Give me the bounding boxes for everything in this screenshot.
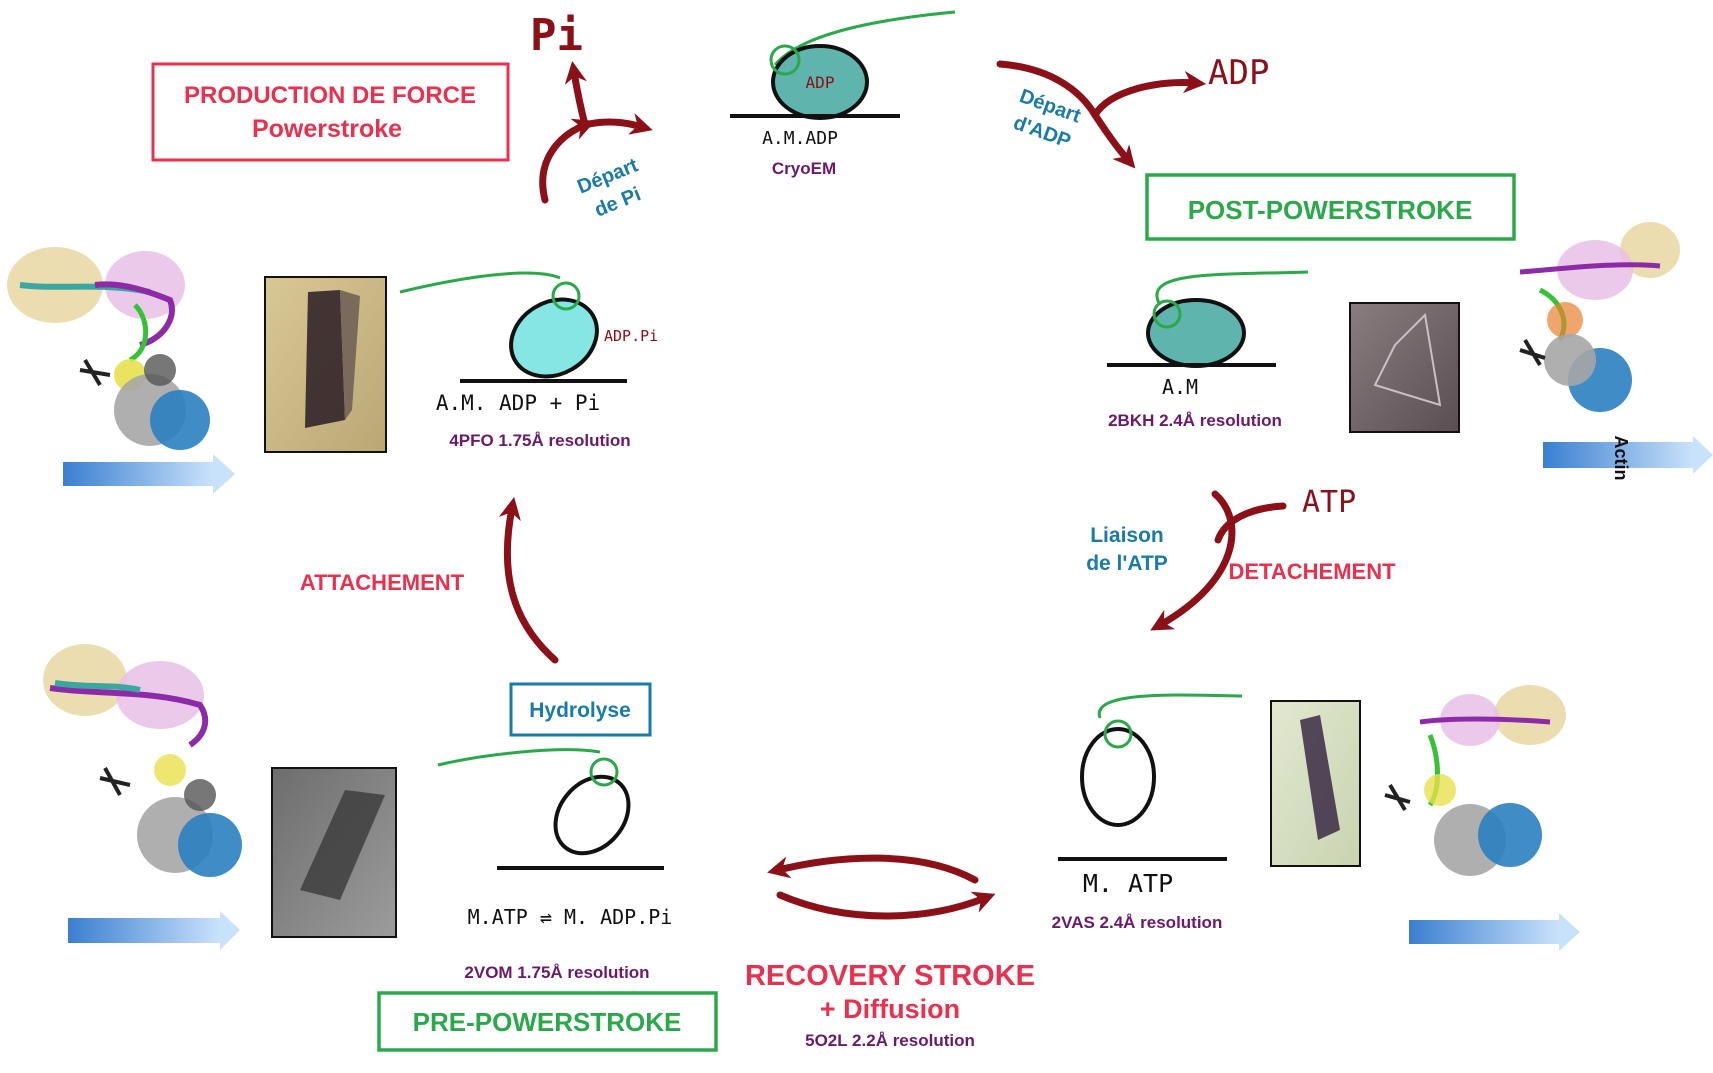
post-powerstroke-box: POST-POWERSTROKE [1145,173,1516,241]
am-adp-pi-resolution: 4PFO 1.75Å resolution [449,431,630,450]
m-atp-resolution: 2VAS 2.4Å resolution [1052,913,1223,932]
hydrolyse-label: Hydrolyse [529,699,631,722]
adp-label: ADP [1208,53,1269,93]
state-m-atp: M. ATP 2VAS 2.4Å resolution [1052,693,1243,932]
m-adp-pi-resolution: 2VOM 1.75Å resolution [464,963,649,982]
structure-upper-left [7,247,210,450]
m-atp-label: M. ATP [1083,869,1173,898]
myosin-head-m-atp [1080,727,1156,827]
pi-release-arrows [539,60,653,204]
adp-release-arrows [996,60,1207,169]
lever-loop-am-adp-pi [551,281,581,311]
state-m-atp-m-adp-pi: M.ATP ⇌ M. ADP.Pi 2VOM 1.75Å resolution [437,748,673,982]
detachement-label: DETACHEMENT [1228,559,1396,584]
am-adp-inner: ADP [806,73,835,92]
production-force-box: PRODUCTION DE FORCE Powerstroke [151,62,510,162]
liaison-line2: de l'ATP [1086,552,1168,575]
recovery-line1: RECOVERY STROKE [745,960,1035,992]
recovery-stroke-arrows [767,854,996,920]
lever-loop-m-atp [1103,719,1133,749]
hydrolyse-box: Hydrolyse [509,682,652,737]
myosin-head-am-adp-pi [509,297,599,379]
atp-label: ATP [1302,485,1356,520]
pre-powerstroke-label: PRE-POWERSTROKE [413,1007,682,1037]
attachement-arrow [498,497,559,664]
attachement-label: ATTACHEMENT [300,570,465,595]
structure-lower-right [1384,685,1566,876]
lever-loop-am [1152,299,1182,329]
actin-arrow-lower-left [68,911,240,950]
actin-arrow-upper-right: Actin [1543,436,1713,481]
am-resolution: 2BKH 2.4Å resolution [1108,411,1282,430]
crystal-2vom [271,767,397,938]
recovery-line2: + Diffusion [820,994,960,1024]
lever-loop-m-adp-pi [589,757,619,787]
production-subtitle: Powerstroke [252,115,402,143]
pi-label: Pi [530,10,583,61]
myosin-head-am [1146,298,1246,368]
lever-loop-am-adp [769,44,801,76]
myosin-head-m-adp-pi [553,774,631,856]
crystal-2bkh [1349,302,1460,433]
state-am: A.M 2BKH 2.4Å resolution [1107,270,1309,430]
detachement-arrow [1150,490,1287,631]
crystal-2vas [1270,700,1361,867]
post-powerstroke-label: POST-POWERSTROKE [1188,195,1473,225]
am-label: A.M [1162,375,1198,399]
am-adp-method: CryoEM [772,159,836,178]
actin-label: Actin [1611,436,1631,481]
actin-arrow-lower-right [1409,913,1580,951]
structure-lower-left [43,644,242,877]
am-adp-pi-label: A.M. ADP + Pi [436,391,600,415]
pre-powerstroke-box: PRE-POWERSTROKE [377,991,718,1052]
recovery-resolution: 5O2L 2.2Å resolution [805,1031,975,1050]
production-title: PRODUCTION DE FORCE [184,82,476,109]
liaison-line1: Liaison [1090,524,1164,547]
structure-upper-right [1519,222,1680,412]
state-am-adp-pi: ADP.Pi A.M. ADP + Pi 4PFO 1.75Å resoluti… [399,271,658,450]
am-adp-label: A.M.ADP [762,128,838,149]
am-adp-pi-inner: ADP.Pi [604,327,658,345]
state-am-adp: ADP A.M.ADP CryoEM [730,10,956,178]
crystal-4pfo [264,276,387,453]
actin-arrow-upper-left [63,454,235,494]
m-adp-pi-label: M.ATP ⇌ M. ADP.Pi [468,905,673,929]
